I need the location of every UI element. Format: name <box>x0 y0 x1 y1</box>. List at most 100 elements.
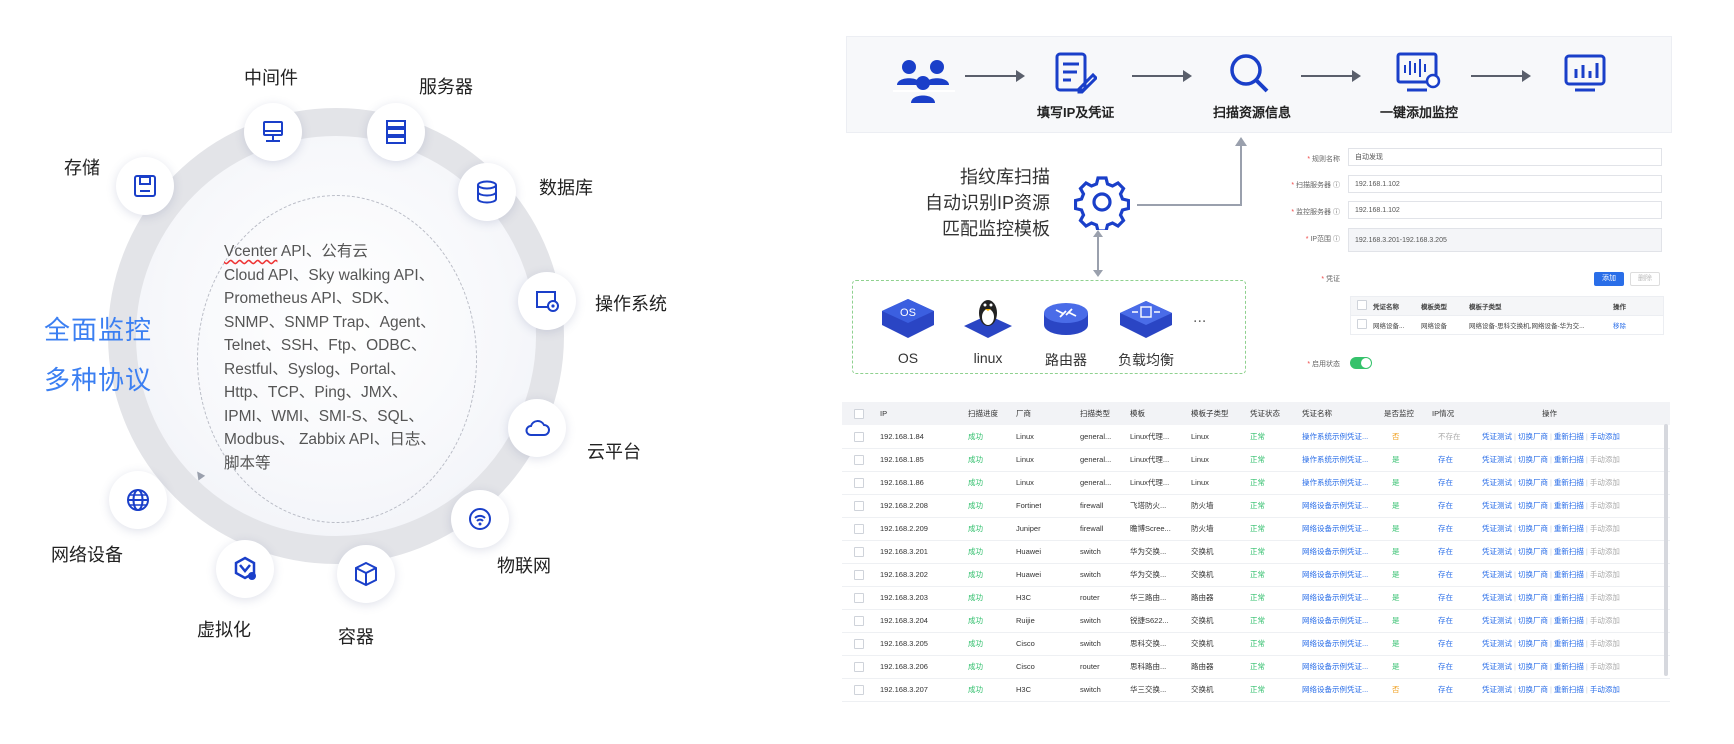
action-link[interactable]: 凭证测试 <box>1482 593 1512 602</box>
row-checkbox[interactable] <box>1357 319 1367 329</box>
cell-cname[interactable]: 操作系统示例凭证... <box>1302 478 1369 487</box>
row-checkbox[interactable] <box>854 616 864 626</box>
action-link[interactable]: 重新扫描 <box>1553 524 1584 533</box>
cell-cname[interactable]: 网络设备示例凭证... <box>1302 685 1369 694</box>
action-link[interactable]: 切换厂商 <box>1517 547 1548 556</box>
action-link[interactable]: 切换厂商 <box>1517 455 1548 464</box>
container-node[interactable] <box>337 545 395 603</box>
cell-cname[interactable]: 操作系统示例凭证... <box>1302 455 1369 464</box>
select-all-checkbox[interactable] <box>854 409 864 419</box>
row-checkbox[interactable] <box>854 478 864 488</box>
row-checkbox[interactable] <box>854 593 864 603</box>
row-checkbox[interactable] <box>854 524 864 534</box>
middleware-node[interactable] <box>244 103 302 161</box>
iot-node[interactable] <box>451 490 509 548</box>
table-scrollbar[interactable] <box>1664 424 1668 676</box>
action-link[interactable]: 切换厂商 <box>1517 593 1548 602</box>
action-link[interactable]: 手动添加 <box>1589 570 1620 579</box>
column-header[interactable]: 扫描进度 <box>968 409 998 418</box>
action-link[interactable]: 凭证测试 <box>1482 432 1512 441</box>
cell-cname[interactable]: 网络设备示例凭证... <box>1302 593 1369 602</box>
action-link[interactable]: 手动添加 <box>1589 616 1620 625</box>
select-all-checkbox[interactable] <box>1357 300 1367 310</box>
action-link[interactable]: 手动添加 <box>1589 685 1620 694</box>
action-link[interactable]: 重新扫描 <box>1553 685 1584 694</box>
row-checkbox[interactable] <box>854 570 864 580</box>
action-link[interactable]: 手动添加 <box>1589 547 1620 556</box>
action-link[interactable]: 手动添加 <box>1589 455 1620 464</box>
action-link[interactable]: 凭证测试 <box>1482 501 1512 510</box>
action-link[interactable]: 重新扫描 <box>1553 432 1584 441</box>
action-link[interactable]: 手动添加 <box>1589 501 1620 510</box>
action-link[interactable]: 凭证测试 <box>1482 478 1512 487</box>
os-node[interactable] <box>518 272 576 330</box>
action-link[interactable]: 重新扫描 <box>1553 547 1584 556</box>
row-checkbox[interactable] <box>854 547 864 557</box>
action-link[interactable]: 手动添加 <box>1589 593 1620 602</box>
column-header[interactable]: 凭证名称 <box>1302 409 1332 418</box>
row-checkbox[interactable] <box>854 455 864 465</box>
column-header[interactable]: 凭证状态 <box>1250 409 1280 418</box>
storage-node[interactable] <box>116 157 174 215</box>
cell-cname[interactable]: 网络设备示例凭证... <box>1302 662 1369 671</box>
monitor-server-select[interactable]: 192.168.1.102 <box>1348 201 1662 219</box>
column-header[interactable]: 厂商 <box>1016 409 1031 418</box>
scan-server-select[interactable]: 192.168.1.102 <box>1348 175 1662 193</box>
action-link[interactable]: 凭证测试 <box>1482 524 1512 533</box>
cloud-node[interactable] <box>508 399 566 457</box>
cell-cname[interactable]: 网络设备示例凭证... <box>1302 570 1369 579</box>
action-link[interactable]: 凭证测试 <box>1482 685 1512 694</box>
action-link[interactable]: 凭证测试 <box>1482 455 1512 464</box>
cell-cname[interactable]: 网络设备示例凭证... <box>1302 501 1369 510</box>
action-link[interactable]: 切换厂商 <box>1517 432 1548 441</box>
action-link[interactable]: 切换厂商 <box>1517 616 1548 625</box>
column-header[interactable]: 模板子类型 <box>1191 409 1229 418</box>
action-link[interactable]: 重新扫描 <box>1553 639 1584 648</box>
virtualization-node[interactable] <box>216 540 274 598</box>
ip-range-input[interactable]: 192.168.3.201-192.168.3.205 <box>1348 228 1662 252</box>
enable-toggle[interactable] <box>1350 357 1372 369</box>
row-checkbox[interactable] <box>854 501 864 511</box>
column-header[interactable]: 模板 <box>1130 409 1145 418</box>
column-header[interactable]: IP情况 <box>1432 409 1455 418</box>
action-link[interactable]: 手动添加 <box>1589 639 1620 648</box>
action-link[interactable]: 凭证测试 <box>1482 639 1512 648</box>
action-link[interactable]: 切换厂商 <box>1517 478 1548 487</box>
action-link[interactable]: 切换厂商 <box>1517 524 1548 533</box>
cell-cname[interactable]: 网络设备示例凭证... <box>1302 639 1369 648</box>
action-link[interactable]: 重新扫描 <box>1553 662 1584 671</box>
rule-name-input[interactable]: 自动发现 <box>1348 148 1662 166</box>
action-link[interactable]: 切换厂商 <box>1517 639 1548 648</box>
row-checkbox[interactable] <box>854 432 864 442</box>
column-header[interactable]: 扫描类型 <box>1080 409 1110 418</box>
action-link[interactable]: 凭证测试 <box>1482 662 1512 671</box>
action-link[interactable]: 手动添加 <box>1589 524 1620 533</box>
cell-cname[interactable]: 操作系统示例凭证... <box>1302 432 1369 441</box>
column-header[interactable]: IP <box>880 409 888 418</box>
remove-link[interactable]: 移除 <box>1613 323 1626 330</box>
action-link[interactable]: 重新扫描 <box>1553 570 1584 579</box>
action-link[interactable]: 切换厂商 <box>1517 501 1548 510</box>
action-link[interactable]: 重新扫描 <box>1553 478 1584 487</box>
action-link[interactable]: 重新扫描 <box>1553 455 1584 464</box>
column-header[interactable]: 操作 <box>1542 409 1557 418</box>
action-link[interactable]: 重新扫描 <box>1553 593 1584 602</box>
action-link[interactable]: 凭证测试 <box>1482 570 1512 579</box>
row-checkbox[interactable] <box>854 685 864 695</box>
cell-cname[interactable]: 网络设备示例凭证... <box>1302 524 1369 533</box>
action-link[interactable]: 切换厂商 <box>1517 685 1548 694</box>
server-node[interactable] <box>367 103 425 161</box>
action-link[interactable]: 手动添加 <box>1589 478 1620 487</box>
cell-cname[interactable]: 网络设备示例凭证... <box>1302 547 1369 556</box>
add-credential-button[interactable]: 添加 <box>1594 272 1624 286</box>
action-link[interactable]: 重新扫描 <box>1553 616 1584 625</box>
action-link[interactable]: 重新扫描 <box>1553 501 1584 510</box>
database-node[interactable] <box>458 163 516 221</box>
